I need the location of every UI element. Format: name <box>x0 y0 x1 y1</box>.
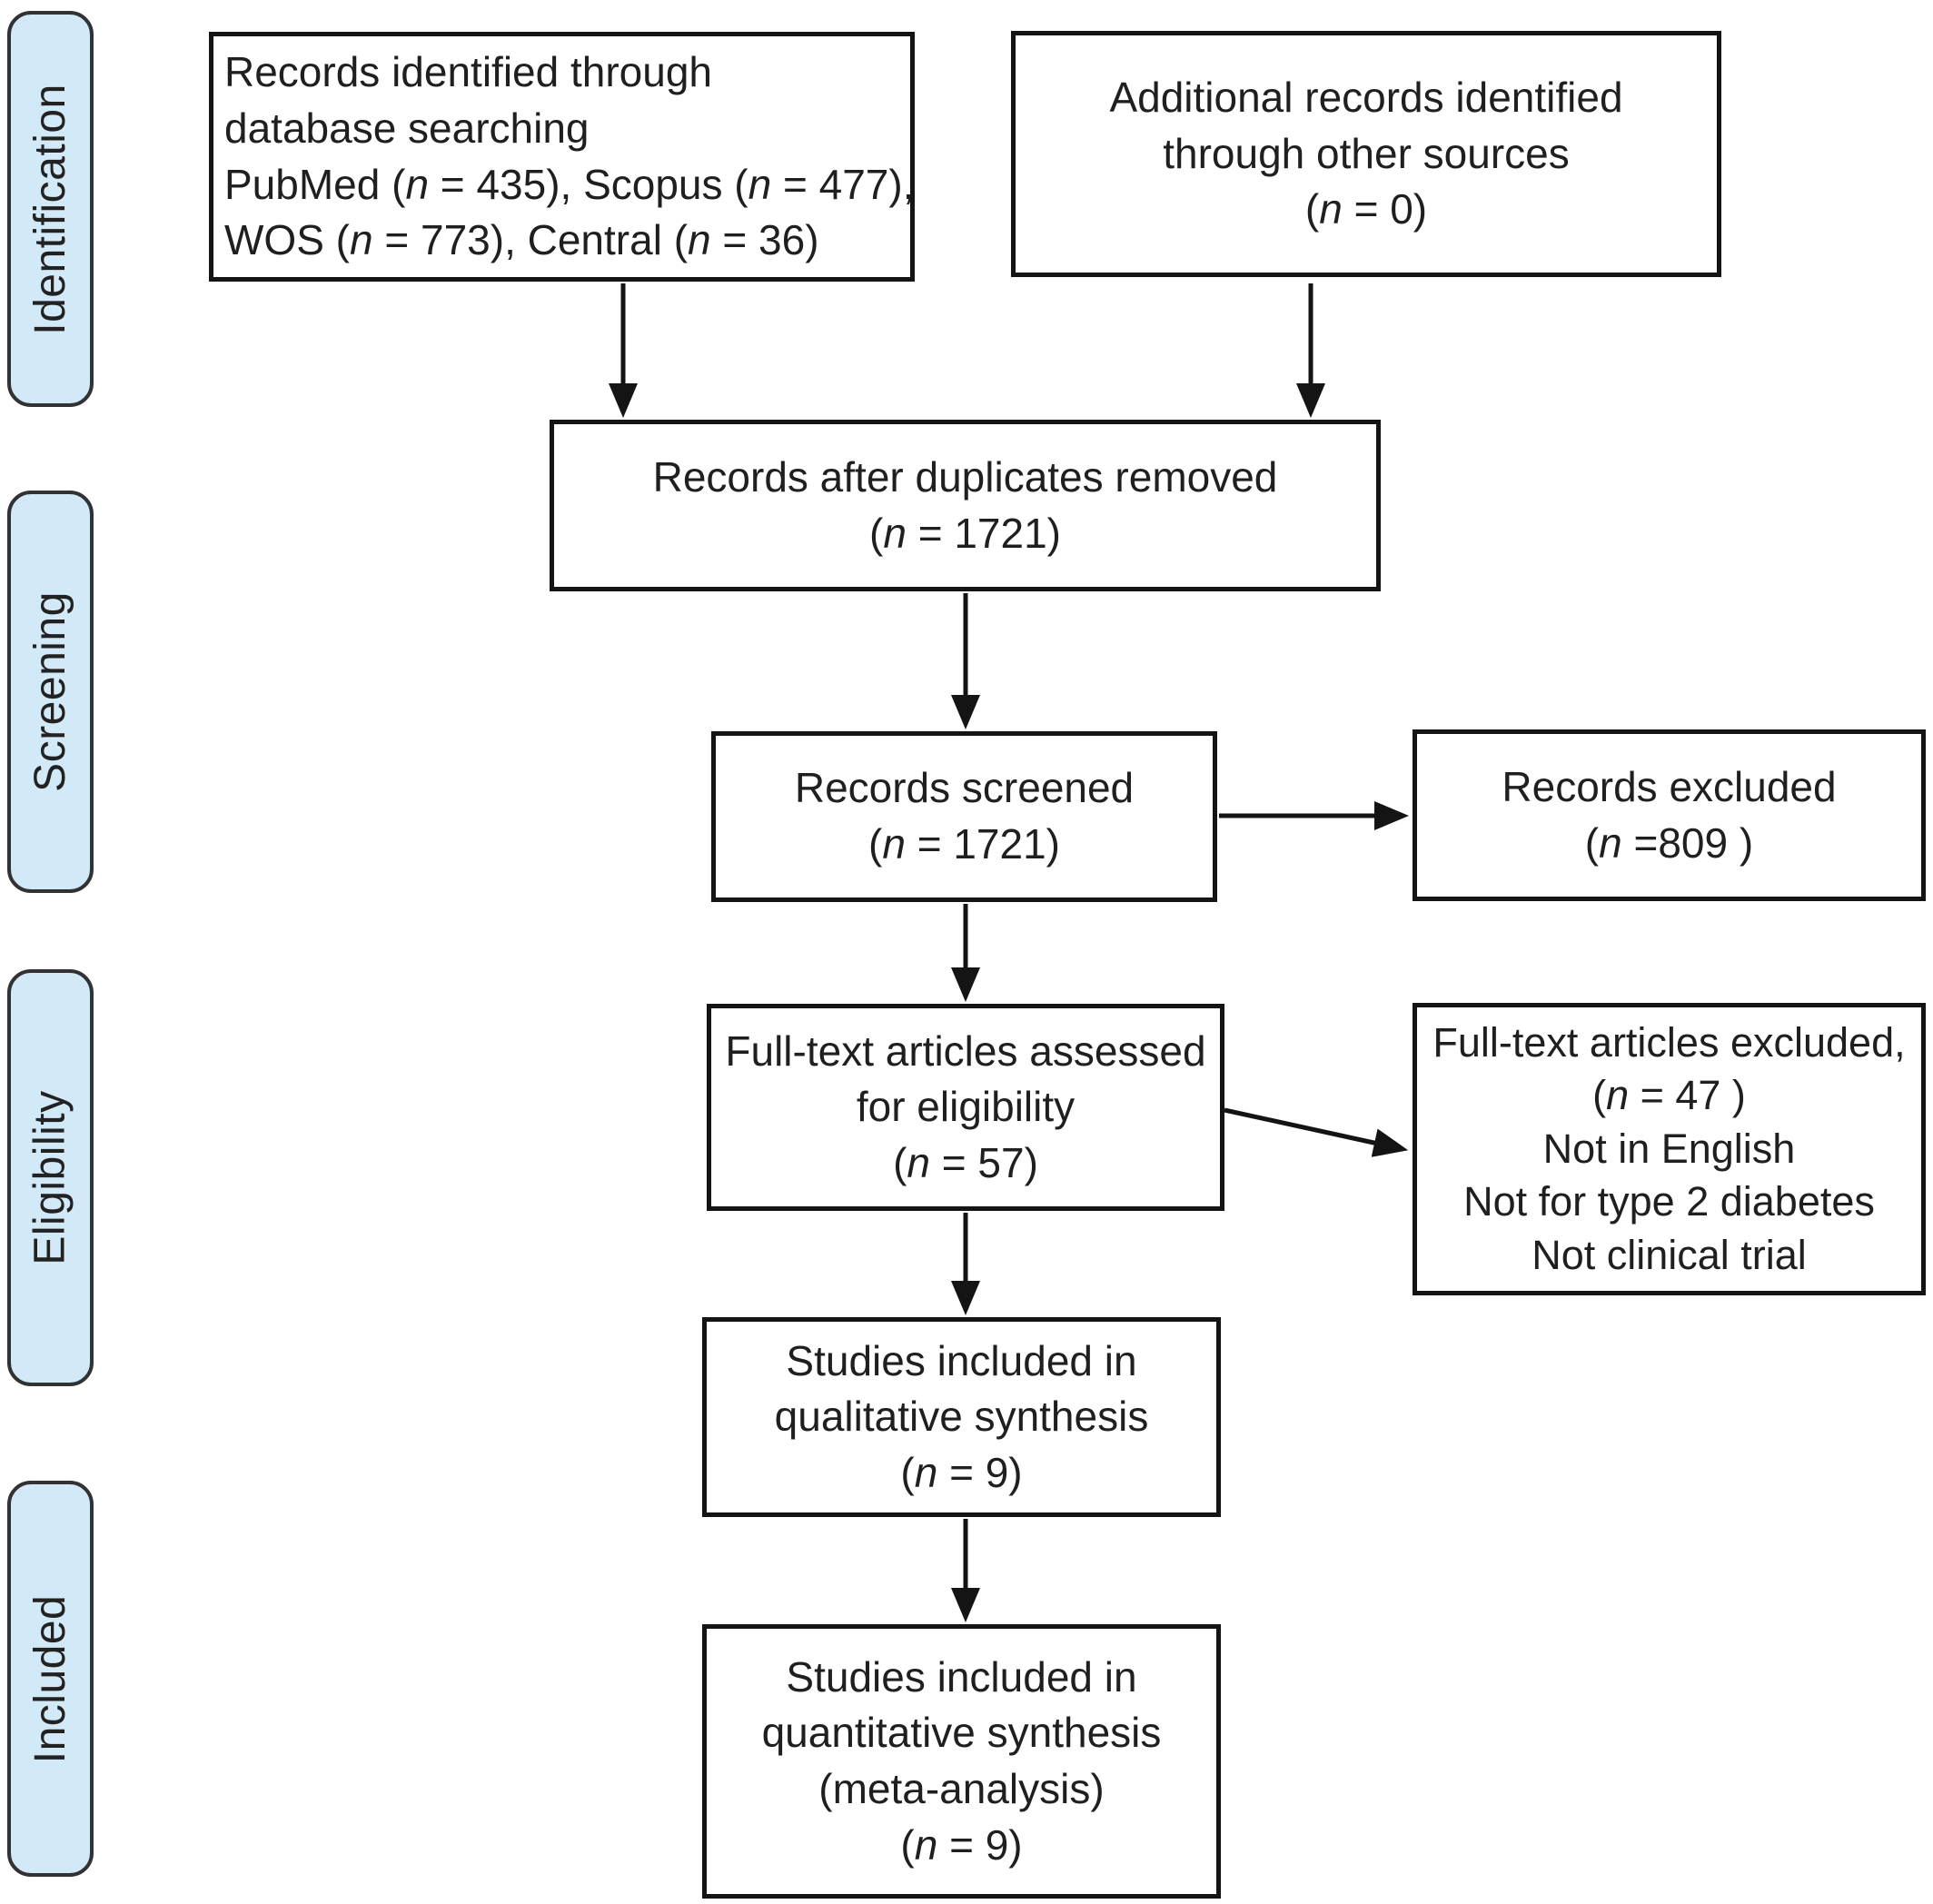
box-fulltext-excluded-line: Full-text articles excluded, <box>1432 1018 1906 1066</box>
box-fulltext-excluded: Full-text articles excluded, (n = 47 ) N… <box>1413 1003 1926 1295</box>
box-fulltext-excluded-line: (n = 47 ) <box>1592 1072 1746 1119</box>
box-records-identified-line: WOS (n = 773), Central (n = 36) <box>224 216 819 264</box>
box-records-identified: Records identified through database sear… <box>209 32 915 282</box>
box-fulltext-assessed-line: Full-text articles assessed <box>725 1026 1206 1075</box>
box-records-excluded: Records excluded (n =809 ) <box>1413 729 1926 901</box>
box-fulltext-excluded-line: Not in English <box>1542 1125 1796 1172</box>
box-qualitative-synthesis-line: (n = 9) <box>900 1448 1023 1496</box>
box-fulltext-excluded-line: Not clinical trial <box>1532 1231 1807 1278</box>
box-additional-records-line: Additional records identified <box>1109 74 1623 122</box>
stage-eligibility-label: Eligibility <box>26 1090 75 1265</box>
box-qualitative-synthesis: Studies included in qualitative synthesi… <box>702 1317 1221 1517</box>
box-records-screened-line: Records screened <box>794 764 1135 812</box>
box-fulltext-assessed: Full-text articles assessed for eligibil… <box>707 1004 1224 1211</box>
box-after-duplicates-line: (n = 1721) <box>869 509 1061 557</box>
box-after-duplicates: Records after duplicates removed (n = 17… <box>550 420 1381 591</box>
stage-included: Included <box>7 1481 94 1877</box>
box-records-identified-line: Records identified through <box>224 48 712 96</box>
box-records-excluded-line: (n =809 ) <box>1584 818 1754 867</box>
stage-screening-label: Screening <box>26 591 75 792</box>
box-quantitative-synthesis-line: Studies included in <box>786 1652 1137 1701</box>
stage-screening: Screening <box>7 491 94 893</box>
box-quantitative-synthesis: Studies included in quantitative synthes… <box>702 1624 1221 1899</box>
box-additional-records: Additional records identified through ot… <box>1011 31 1721 277</box>
box-qualitative-synthesis-line: qualitative synthesis <box>774 1393 1149 1441</box>
arrow-fulltext-to-ft-excluded <box>1224 1107 1409 1157</box>
box-additional-records-line: through other sources <box>1163 129 1570 177</box>
box-fulltext-excluded-line: Not for type 2 diabetes <box>1463 1178 1875 1225</box>
box-records-excluded-line: Records excluded <box>1502 762 1837 810</box>
box-quantitative-synthesis-line: (n = 9) <box>900 1820 1023 1869</box>
stage-identification-label: Identification <box>26 83 75 335</box>
box-records-screened: Records screened (n = 1721) <box>711 731 1217 902</box>
box-records-screened-line: (n = 1721) <box>868 820 1060 868</box>
box-records-identified-line: PubMed (n = 435), Scopus (n = 477), <box>224 160 915 208</box>
box-records-identified-line: database searching <box>224 104 590 152</box>
box-quantitative-synthesis-line: quantitative synthesis <box>761 1709 1162 1757</box>
box-quantitative-synthesis-line: (meta-analysis) <box>818 1765 1105 1812</box>
stage-identification: Identification <box>7 11 94 407</box>
stage-included-label: Included <box>26 1594 75 1763</box>
box-additional-records-line: (n = 0) <box>1304 185 1428 233</box>
stage-eligibility: Eligibility <box>7 969 94 1386</box>
box-fulltext-assessed-line: (n = 57) <box>893 1138 1038 1186</box>
box-after-duplicates-line: Records after duplicates removed <box>652 452 1278 501</box>
box-fulltext-assessed-line: for eligibility <box>856 1083 1076 1131</box>
box-qualitative-synthesis-line: Studies included in <box>786 1336 1137 1384</box>
